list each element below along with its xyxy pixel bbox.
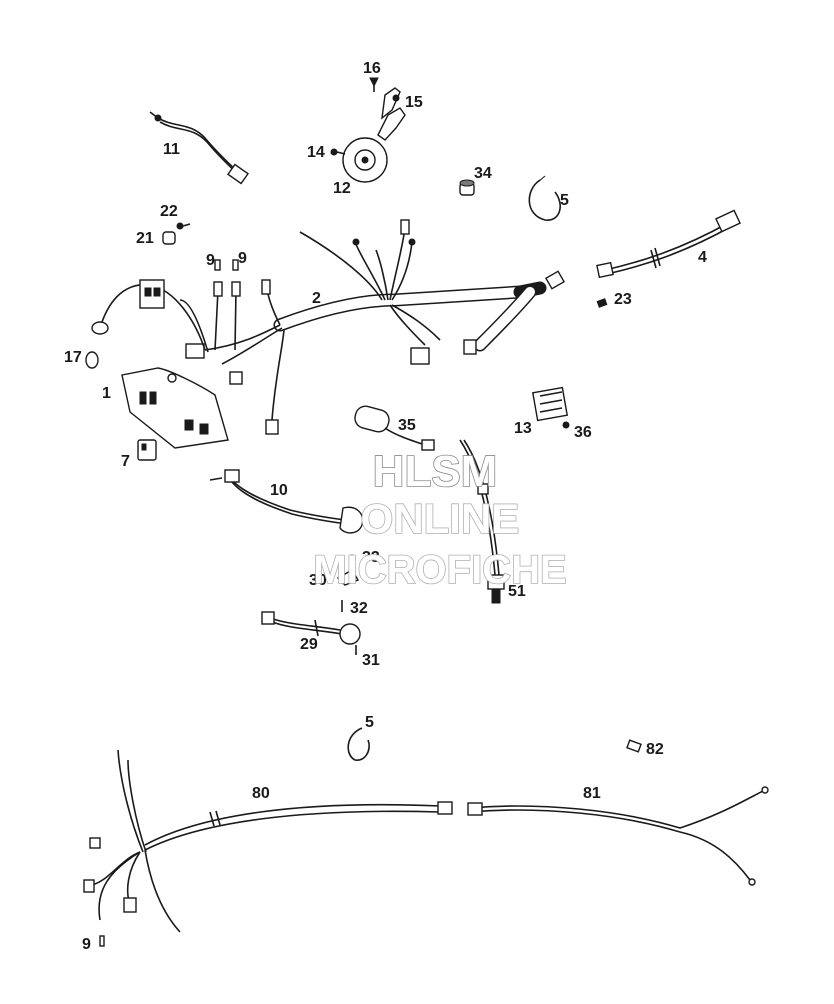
watermark-line-1: HLSM bbox=[373, 447, 498, 496]
callout-9-bottom: 9 bbox=[82, 936, 91, 953]
part-2-main-harness bbox=[91, 219, 566, 435]
callout-14: 14 bbox=[307, 144, 325, 161]
callout-29: 29 bbox=[300, 636, 318, 653]
watermark-line-2: ONLINE bbox=[361, 495, 520, 542]
callout-10: 10 bbox=[270, 482, 288, 499]
part-11-sensor-cable bbox=[149, 111, 249, 185]
callout-30: 30 bbox=[309, 572, 327, 589]
callout-35: 35 bbox=[398, 417, 416, 434]
part-7-relay bbox=[137, 439, 157, 461]
callout-31: 31 bbox=[362, 652, 380, 669]
part-51-sender bbox=[459, 439, 505, 604]
callout-80: 80 bbox=[252, 785, 270, 802]
part-81-harness-right bbox=[467, 786, 769, 886]
callout-32: 32 bbox=[350, 600, 368, 617]
part-5-cable-tie-lower bbox=[347, 727, 370, 761]
callout-12: 12 bbox=[333, 180, 351, 197]
callout-51: 51 bbox=[508, 583, 526, 600]
callout-11: 11 bbox=[163, 141, 180, 158]
part-13-regulator bbox=[531, 386, 570, 429]
callout-9-right: 9 bbox=[238, 250, 247, 267]
part-10-switch-cable bbox=[209, 469, 364, 534]
callout-9-left: 9 bbox=[206, 252, 215, 269]
part-4-lead bbox=[596, 209, 741, 279]
part-5-cable-tie-top bbox=[528, 175, 561, 221]
part-29-switch-cable bbox=[261, 611, 361, 655]
part-1-mounting-plate bbox=[121, 367, 229, 449]
callout-82: 82 bbox=[646, 741, 664, 758]
callout-13: 13 bbox=[514, 420, 532, 437]
watermark-line-3: MICROFICHE bbox=[313, 548, 566, 592]
callout-2: 2 bbox=[312, 290, 321, 307]
callout-15: 15 bbox=[405, 94, 423, 111]
callout-21: 21 bbox=[136, 230, 154, 247]
part-17-grommet bbox=[85, 351, 99, 369]
callout-5-lower: 5 bbox=[365, 714, 374, 731]
callout-4: 4 bbox=[698, 249, 707, 266]
part-80-lower-harness bbox=[83, 749, 453, 947]
part-9-fuses-top bbox=[214, 259, 239, 271]
callout-22: 22 bbox=[160, 203, 178, 220]
watermark: HLSM ONLINE MICROFICHE bbox=[313, 446, 568, 593]
callout-23: 23 bbox=[614, 291, 632, 308]
part-23-clip bbox=[596, 298, 608, 308]
callout-33: 33 bbox=[362, 549, 380, 566]
callout-16: 16 bbox=[363, 60, 381, 77]
callout-labels: 16 15 11 14 12 34 5 22 21 9 9 4 2 23 17 … bbox=[64, 60, 707, 953]
callout-5-top: 5 bbox=[560, 192, 569, 209]
parts-30-32-33 bbox=[336, 554, 360, 612]
callout-1: 1 bbox=[102, 385, 111, 402]
parts-21-22-fasteners bbox=[162, 222, 191, 245]
horn-assembly bbox=[330, 77, 406, 183]
part-34-grommet bbox=[459, 179, 475, 196]
callout-7: 7 bbox=[121, 453, 130, 470]
part-35-capacitor bbox=[354, 405, 435, 451]
part-82-clip bbox=[626, 739, 642, 753]
callout-34: 34 bbox=[474, 165, 492, 182]
callout-17: 17 bbox=[64, 349, 82, 366]
callout-81: 81 bbox=[583, 785, 601, 802]
callout-36: 36 bbox=[574, 424, 592, 441]
